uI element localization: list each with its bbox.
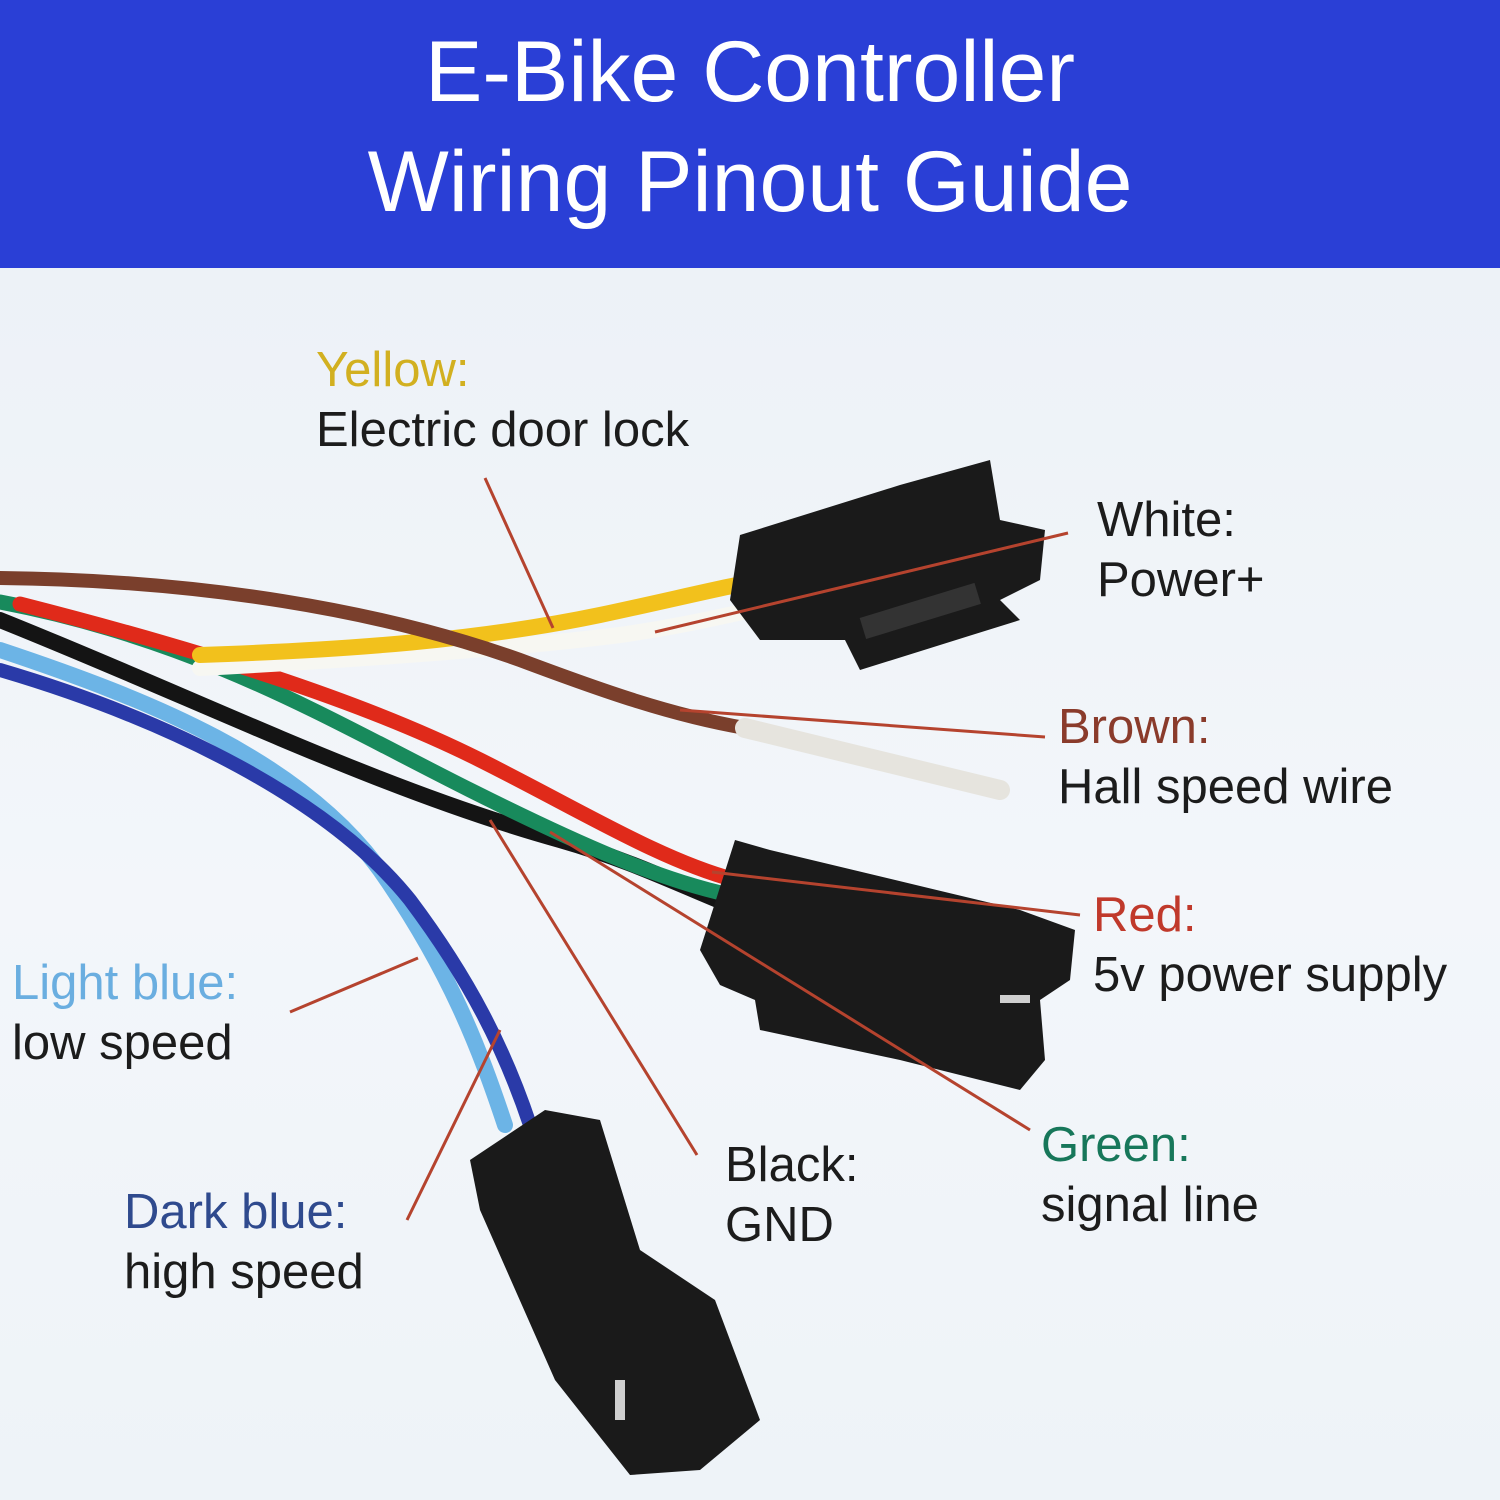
label-white-function: Power+ bbox=[1097, 553, 1265, 607]
brown-wire bbox=[0, 571, 752, 735]
label-light-blue: Light blue: low speed bbox=[12, 953, 238, 1073]
label-black: Black: GND bbox=[725, 1135, 858, 1255]
pointer-black bbox=[488, 819, 699, 1156]
label-green: Green: signal line bbox=[1041, 1115, 1259, 1235]
label-black-function: GND bbox=[725, 1198, 834, 1252]
dark-blue-wire bbox=[0, 663, 537, 1132]
pointer-white bbox=[654, 531, 1069, 634]
red-wire bbox=[12, 596, 743, 888]
label-brown-color: Brown: bbox=[1058, 700, 1211, 754]
label-brown: Brown: Hall speed wire bbox=[1058, 697, 1393, 817]
yellow-wire bbox=[192, 570, 783, 663]
label-dark-blue: Dark blue: high speed bbox=[124, 1182, 364, 1302]
label-light-blue-function: low speed bbox=[12, 1016, 233, 1070]
pointer-green bbox=[549, 830, 1031, 1132]
label-black-color: Black: bbox=[725, 1138, 859, 1192]
pointer-red bbox=[711, 870, 1081, 917]
label-yellow-color: Yellow: bbox=[316, 343, 470, 397]
label-green-color: Green: bbox=[1041, 1118, 1191, 1172]
pointer-dark-blue bbox=[405, 1029, 502, 1221]
label-dark-blue-function: high speed bbox=[124, 1245, 364, 1299]
label-yellow: Yellow: Electric door lock bbox=[316, 340, 689, 460]
label-yellow-function: Electric door lock bbox=[316, 403, 690, 457]
label-red: Red: 5v power supply bbox=[1093, 885, 1447, 1005]
label-dark-blue-color: Dark blue: bbox=[124, 1185, 348, 1239]
label-green-function: signal line bbox=[1041, 1178, 1259, 1232]
pointer-light-blue bbox=[289, 956, 419, 1014]
label-brown-function: Hall speed wire bbox=[1058, 760, 1393, 814]
label-red-color: Red: bbox=[1093, 888, 1197, 942]
label-light-blue-color: Light blue: bbox=[12, 956, 239, 1010]
pointer-yellow bbox=[483, 477, 555, 629]
brown-wire-terminal bbox=[735, 718, 1010, 800]
title-line-1: E-Bike Controller bbox=[425, 24, 1075, 120]
label-white-color: White: bbox=[1097, 493, 1236, 547]
top-connector bbox=[730, 460, 1045, 670]
title-line-2: Wiring Pinout Guide bbox=[367, 134, 1133, 230]
label-red-function: 5v power supply bbox=[1093, 948, 1448, 1002]
bottom-connector bbox=[470, 1110, 760, 1475]
label-white: White: Power+ bbox=[1097, 490, 1265, 610]
title-banner: E-Bike Controller Wiring Pinout Guide bbox=[0, 0, 1500, 268]
pointer-brown bbox=[679, 708, 1046, 739]
